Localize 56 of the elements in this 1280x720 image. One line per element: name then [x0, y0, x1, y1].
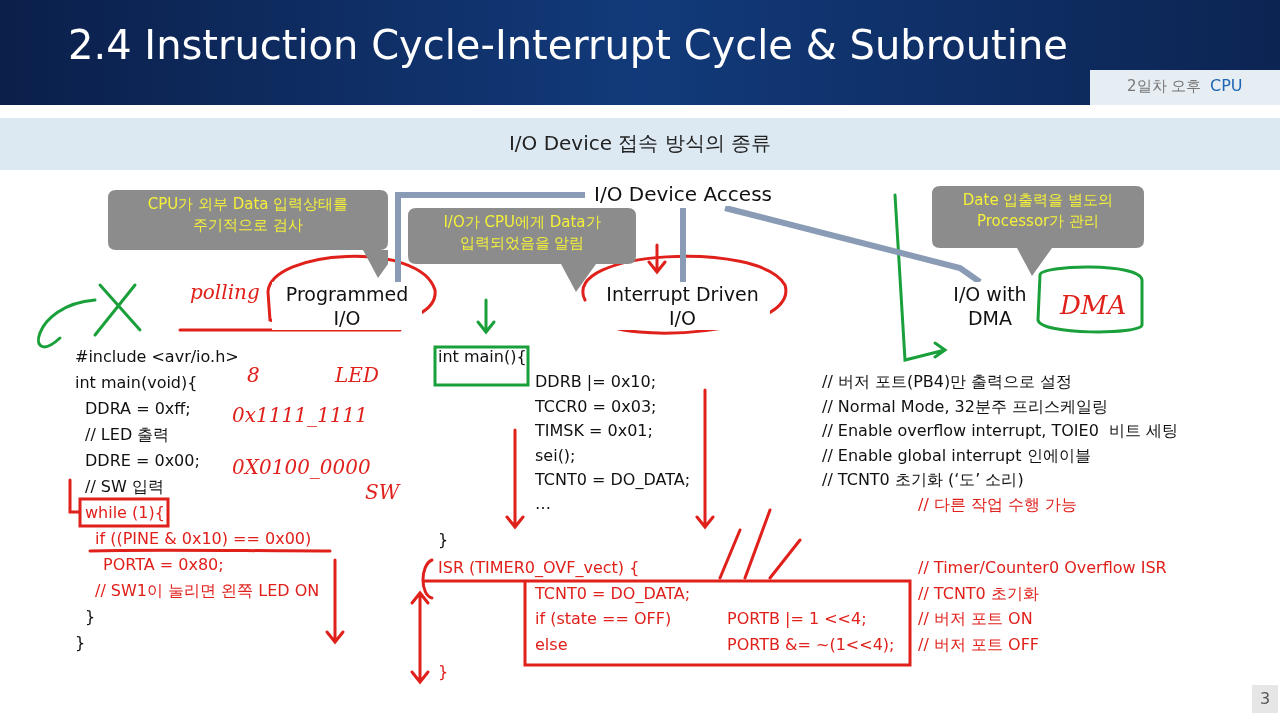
code-line: }: [75, 633, 86, 653]
code-line: DDRE = 0x00;: [85, 451, 200, 471]
connector-line: [680, 208, 686, 282]
handwritten-note: 8: [247, 365, 260, 385]
code-line: TCNT0 = DO_DATA;: [535, 470, 691, 490]
code-line: }: [438, 662, 449, 682]
handwritten-note: DMA: [1060, 290, 1127, 320]
code-line: PORTA = 0x80;: [103, 555, 224, 575]
handwritten-note: 0X0100_0000: [232, 457, 371, 477]
code-line: while (1){: [85, 503, 165, 523]
code-line: …: [535, 494, 551, 514]
code-line: // 버저 포트 OFF: [918, 635, 1040, 655]
speech-bubble: CPU가 외부 Data 입력상태를 주기적으로 검사: [108, 190, 388, 280]
code-line: // SW 입력: [85, 477, 164, 497]
code-line: if ((PINE & 0x10) == 0x00): [95, 529, 312, 549]
code-line: // Timer/Counter0 Overflow ISR: [918, 558, 1167, 578]
handwritten-note: 0x1111_1111: [232, 405, 368, 425]
code-line: sei();: [535, 446, 576, 466]
code-line: int main(void){: [75, 373, 198, 393]
code-line: PORTB &= ~(1<<4);: [727, 635, 895, 655]
slide-subtitle: I/O Device 접속 방식의 종류: [507, 133, 773, 153]
connector-line: [395, 192, 585, 282]
code-line: // 버저 포트 ON: [918, 609, 1033, 629]
code-line: TCCR0 = 0x03;: [535, 397, 657, 417]
code-line: // Normal Mode, 32분주 프리스케일링: [822, 397, 1109, 417]
code-line: // Enable overflow interrupt, TOIE0 비트 세팅: [822, 421, 1179, 441]
session-label: 2일차 오후: [1127, 76, 1202, 96]
code-line: else: [535, 635, 568, 655]
code-line: // Enable global interrupt 인에이블: [822, 446, 1091, 466]
slide-title: 2.4 Instruction Cycle-Interrupt Cycle & Subroutine: [68, 22, 1068, 68]
code-line: // TCNT0 초기화: [918, 584, 1039, 604]
code-line: TCNT0 = DO_DATA;: [535, 584, 691, 604]
topic-label: CPU: [1210, 76, 1243, 96]
connector-line: [724, 205, 982, 285]
code-line: }: [85, 607, 96, 627]
code-line: DDRB |= 0x10;: [535, 372, 657, 392]
code-line: #include <avr/io.h>: [75, 347, 239, 367]
handwritten-note: polling: [190, 282, 260, 302]
code-line: PORTB |= 1 <<4;: [727, 609, 867, 629]
code-line: // TCNT0 초기화 (‘도’ 소리): [822, 470, 1024, 490]
code-line: ISR (TIMER0_OVF_vect) {: [438, 558, 640, 578]
page-number: 3: [1252, 685, 1279, 713]
code-line: if (state == OFF): [535, 609, 672, 629]
code-line: int main(){: [438, 347, 527, 367]
code-line: // SW1이 눌리면 왼쪽 LED ON: [95, 581, 320, 601]
handwritten-note: SW: [365, 482, 400, 502]
code-line: // 버저 포트(PB4)만 출력으로 설정: [822, 372, 1073, 392]
code-line: TIMSK = 0x01;: [535, 421, 653, 441]
code-line: // LED 출력: [85, 425, 170, 445]
handwritten-note: LED: [335, 365, 379, 385]
speech-bubble: Date 입출력을 별도의 Processor가 관리: [932, 186, 1144, 278]
code-line: DDRA = 0xff;: [85, 399, 191, 419]
code-line: }: [438, 530, 449, 550]
category-label: Interrupt Driven I/O: [595, 282, 770, 330]
category-label: Programmed I/O: [272, 282, 422, 330]
code-line: // 다른 작업 수행 가능: [918, 495, 1078, 515]
